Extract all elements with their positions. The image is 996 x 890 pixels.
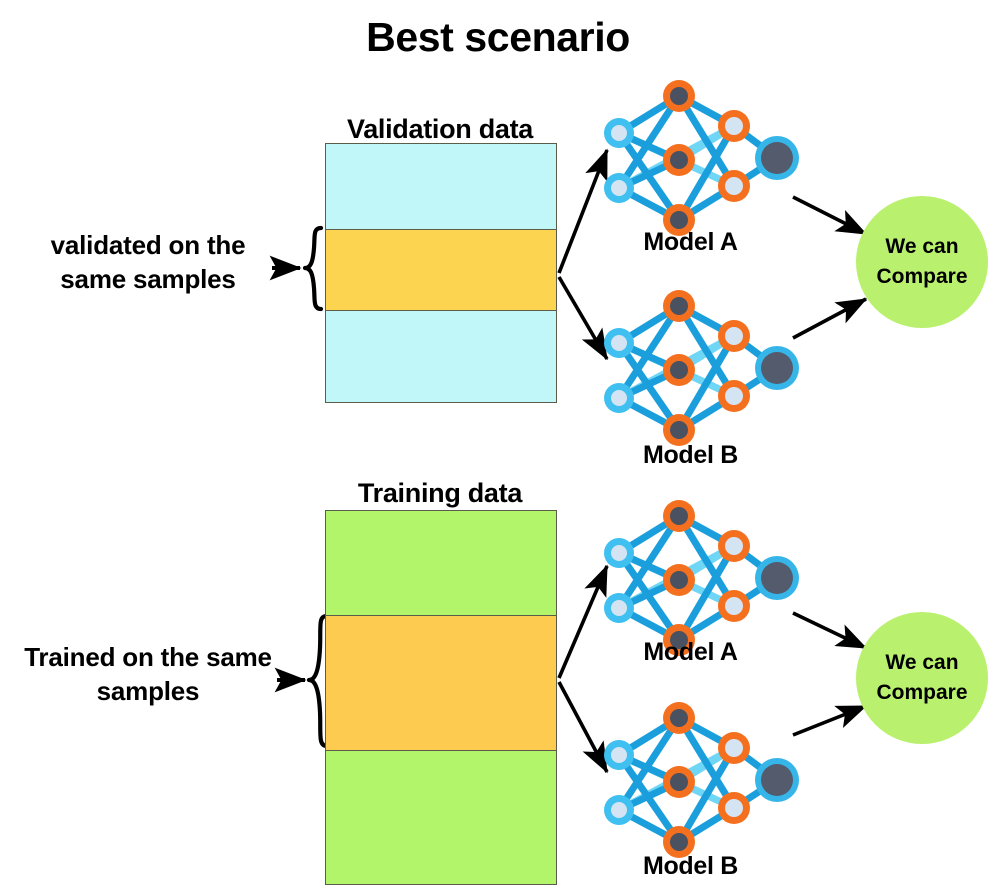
validation-band-lower (326, 311, 556, 402)
model-a-caption-top: Model A (643, 228, 738, 256)
neural-network-icon (604, 500, 799, 656)
compare-line-1: We can (885, 651, 959, 675)
training-to-models-arrows (557, 564, 609, 774)
validation-brace (302, 225, 324, 312)
compare-line-2: Compare (876, 681, 968, 704)
neural-network-icon (604, 702, 799, 858)
model-b-caption-bottom: Model B (642, 852, 739, 880)
model-a-caption-bottom: Model A (643, 638, 738, 666)
model-b-network-bottom (597, 700, 797, 850)
model-b-network-top (597, 288, 797, 438)
model-b-caption-top: Model B (642, 441, 739, 469)
training-data-label: Training data (357, 478, 523, 508)
model-a-network-top (597, 78, 797, 228)
training-band-selected (326, 615, 556, 751)
compare-result-bottom: We can Compare (856, 612, 988, 744)
training-band-lower (326, 751, 556, 884)
models-to-compare-arrows-bottom (792, 611, 868, 737)
validation-band-selected (326, 229, 556, 311)
compare-line-2: Compare (876, 265, 968, 288)
validation-band-upper (326, 144, 556, 229)
training-band-upper (326, 511, 556, 615)
validation-to-models-arrows (557, 148, 609, 361)
model-a-network-bottom (597, 498, 797, 648)
neural-network-icon (604, 80, 799, 236)
models-to-compare-arrows-top (792, 195, 868, 340)
validated-on-same-samples-note: validated on the same samples (50, 230, 246, 295)
compare-line-1: We can (885, 235, 959, 259)
training-data-block (325, 510, 557, 885)
validation-data-block (325, 143, 557, 403)
trained-on-same-samples-note: Trained on the same samples (24, 642, 272, 707)
compare-result-top: We can Compare (856, 196, 988, 328)
neural-network-icon (604, 290, 799, 446)
validation-data-label: Validation data (346, 114, 534, 144)
training-brace (306, 613, 330, 749)
page-title: Best scenario (366, 14, 630, 60)
